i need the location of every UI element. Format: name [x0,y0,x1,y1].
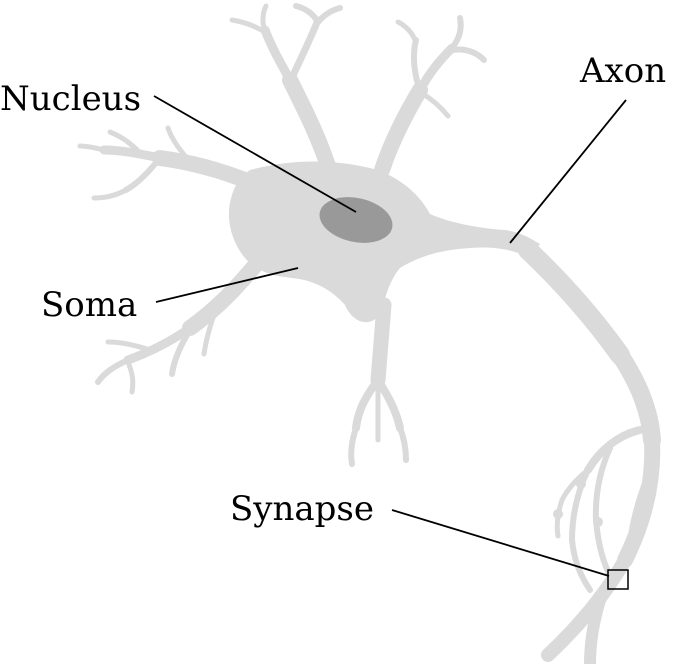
nucleus-leader-line [153,95,357,213]
nucleus-shape [319,197,393,243]
synapse-leader-line [391,509,610,577]
terminal-bouton [553,509,563,519]
axon-leader-line [509,99,627,244]
terminal-bouton [627,543,637,553]
dendrites [77,3,487,467]
axon-label: Axon [579,51,666,91]
soma-leader-line [155,267,299,303]
terminal-bouton [576,479,586,489]
soma-label: Soma [41,285,137,325]
nucleus-label: Nucleus [0,79,141,119]
axon-process [518,240,661,664]
neuron-cell [77,3,661,664]
soma-shape [228,161,540,323]
synapse-label: Synapse [230,489,374,529]
synapse-marker-box [607,569,629,590]
terminal-bouton [593,517,603,527]
